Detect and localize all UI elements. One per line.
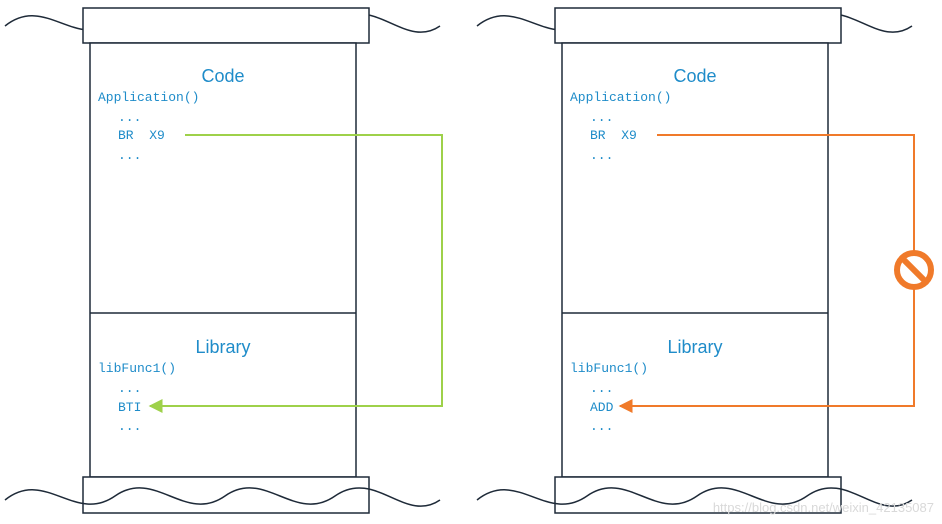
library-line-ellipsis-top: ... xyxy=(590,381,613,396)
code-line-ellipsis-top: ... xyxy=(118,110,141,125)
library-line-ellipsis-bottom: ... xyxy=(118,419,141,434)
code-line-branch: BR X9 xyxy=(590,128,637,143)
panel-left: Code Application() ... BR X9 ... Library… xyxy=(4,7,443,514)
library-line-target: ADD xyxy=(590,400,614,415)
library-line-ellipsis-bottom: ... xyxy=(590,419,613,434)
memory-cap-top xyxy=(82,7,370,44)
memory-break-bottom xyxy=(4,487,441,507)
memory-column xyxy=(561,42,829,478)
code-function-name: Application() xyxy=(570,90,671,105)
code-line-branch: BR X9 xyxy=(118,128,165,143)
code-line-ellipsis-bottom: ... xyxy=(590,148,613,163)
library-function-name: libFunc1() xyxy=(98,361,176,376)
watermark-url: https://blog.csdn.net/weixin_42135087 xyxy=(713,500,934,515)
code-line-ellipsis-top: ... xyxy=(590,110,613,125)
library-line-target: BTI xyxy=(118,400,141,415)
library-function-name: libFunc1() xyxy=(570,361,648,376)
code-function-name: Application() xyxy=(98,90,199,105)
code-region-title: Code xyxy=(673,66,716,86)
library-region-title: Library xyxy=(195,337,250,357)
library-region-title: Library xyxy=(667,337,722,357)
panel-right: Code Application() ... BR X9 ... Library… xyxy=(476,7,934,514)
memory-cap-top xyxy=(554,7,842,44)
code-region-title: Code xyxy=(201,66,244,86)
code-line-ellipsis-bottom: ... xyxy=(118,148,141,163)
no-entry-icon xyxy=(894,250,934,290)
library-line-ellipsis-top: ... xyxy=(118,381,141,396)
branch-arrow-allowed xyxy=(148,134,443,413)
memory-break-bottom xyxy=(476,487,913,507)
